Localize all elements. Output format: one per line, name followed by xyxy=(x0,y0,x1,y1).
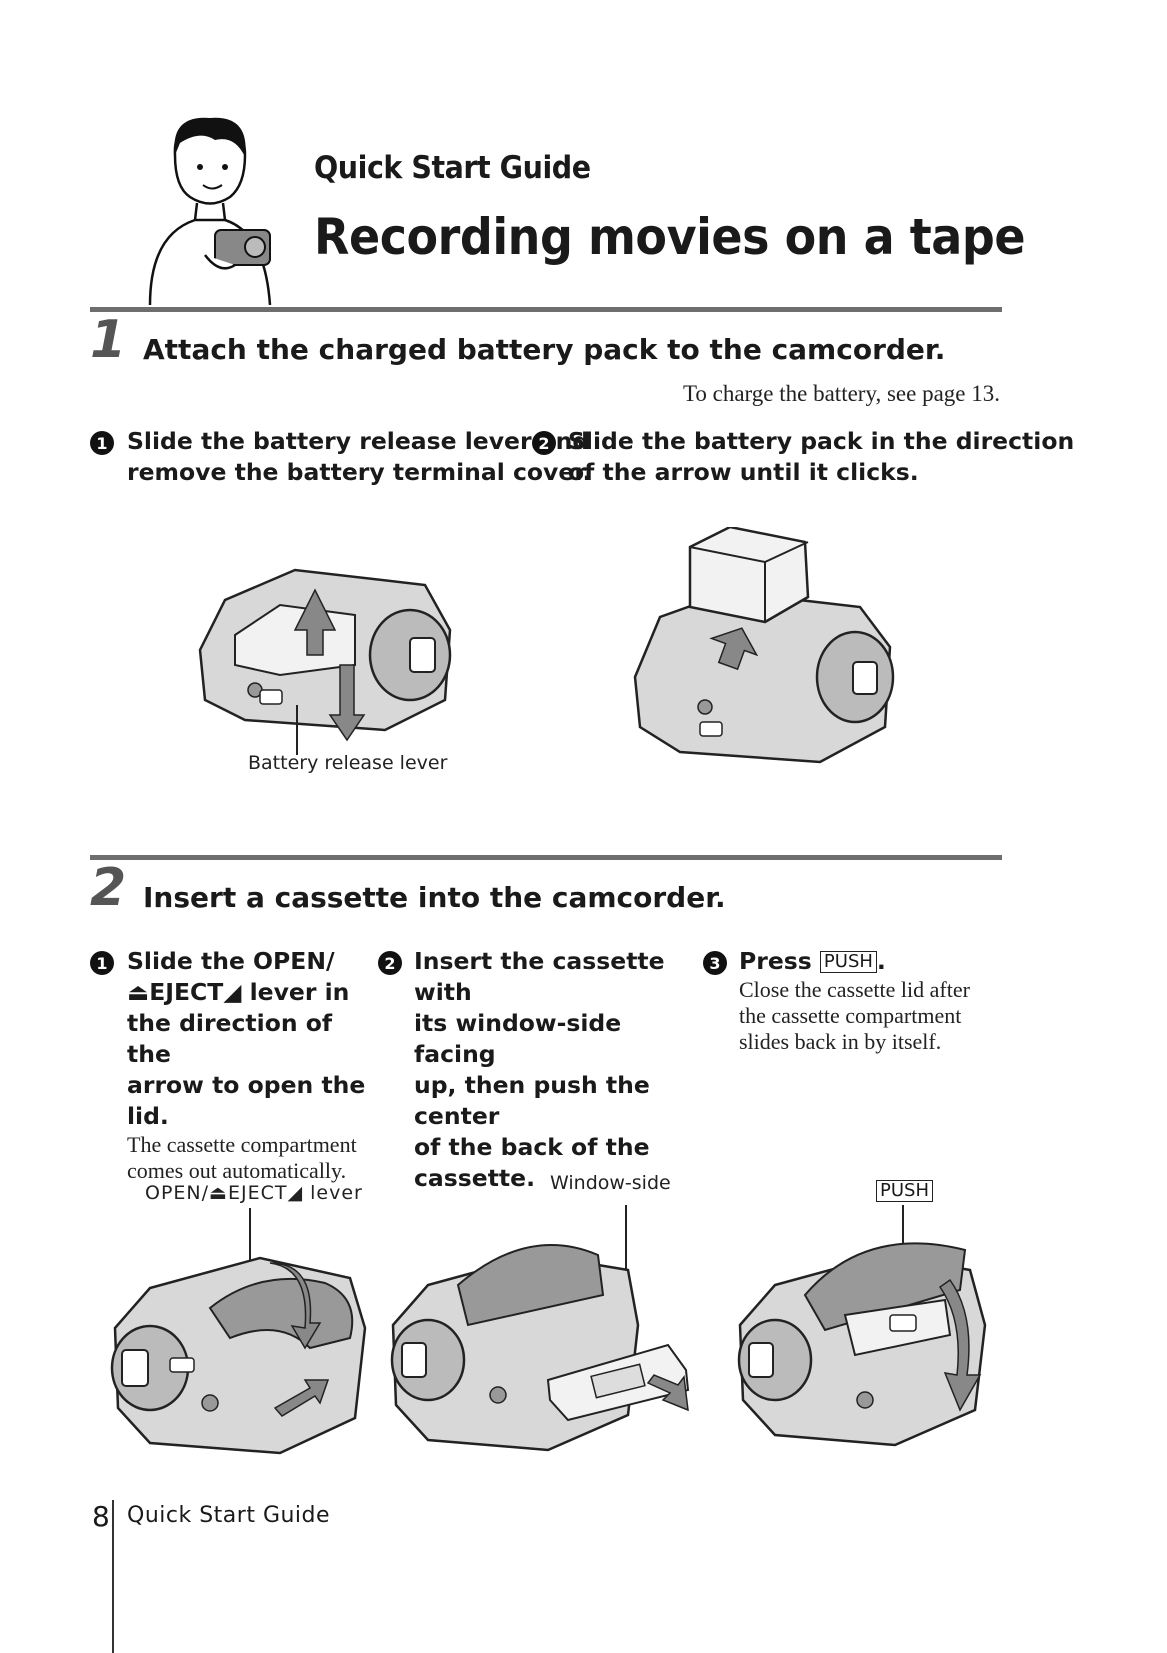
instruction-note: slides back in by itself. xyxy=(739,1029,942,1054)
instruction-line: ⏏EJECT◢ lever in xyxy=(127,978,350,1006)
camcorder-open-lid-illustration xyxy=(110,1208,367,1455)
instruction-block: Press PUSH. Close the cassette lid after… xyxy=(739,946,1009,1055)
instruction-line: Slide the OPEN/ xyxy=(127,947,335,975)
press-push-line: Press PUSH. xyxy=(739,946,1009,977)
instruction-line: Slide the battery release lever and xyxy=(127,427,590,455)
instruction-bullet: 2 xyxy=(378,951,402,975)
instruction-bullet: 2 xyxy=(532,431,556,455)
guide-label: Quick Start Guide xyxy=(314,150,591,186)
section-divider xyxy=(90,855,1002,860)
instruction-line: arrow to open the lid. xyxy=(127,1071,366,1130)
instruction-note: comes out automatically. xyxy=(127,1158,347,1183)
instruction-note: Close the cassette lid after xyxy=(739,977,970,1002)
footer-divider xyxy=(112,1500,114,1653)
step-number: 1 xyxy=(90,310,127,370)
press-label: Press xyxy=(739,947,812,975)
battery-release-lever-caption: Battery release lever xyxy=(248,752,448,774)
camcorder-close-lid-illustration xyxy=(737,1205,987,1447)
instruction-line: Insert the cassette with xyxy=(414,947,665,1006)
camcorder-battery-attach-illustration xyxy=(633,527,895,764)
instruction-note: The cassette compartment xyxy=(127,1132,357,1157)
step-title: Attach the charged battery pack to the c… xyxy=(143,333,946,366)
instruction-bullet: 1 xyxy=(90,951,114,975)
footer-label: Quick Start Guide xyxy=(127,1503,331,1528)
instruction-text: Slide the battery release lever and remo… xyxy=(127,426,591,488)
push-button-label: PUSH xyxy=(819,951,877,973)
press-period: . xyxy=(876,947,886,975)
charge-note: To charge the battery, see page 13. xyxy=(682,381,1000,406)
window-side-caption: Window-side xyxy=(550,1172,671,1194)
instruction-bullet: 3 xyxy=(703,951,727,975)
page-number: 8 xyxy=(92,1500,110,1533)
step-number: 2 xyxy=(90,858,127,918)
section-divider xyxy=(90,307,1002,312)
page-title: Recording movies on a tape xyxy=(314,208,1026,266)
instruction-line: the direction of the xyxy=(127,1009,333,1068)
open-eject-lever-caption: OPEN/⏏EJECT◢ lever xyxy=(145,1182,363,1204)
instruction-line: cassette. xyxy=(414,1164,536,1192)
instruction-note: the cassette compartment xyxy=(739,1003,962,1028)
instruction-text: Slide the battery pack in the direction … xyxy=(568,426,1074,488)
instruction-line: up, then push the center xyxy=(414,1071,650,1130)
instruction-line: its window-side facing xyxy=(414,1009,622,1068)
instruction-line: Slide the battery pack in the direction xyxy=(568,427,1075,455)
instruction-bullet: 1 xyxy=(90,431,114,455)
instruction-line: remove the battery terminal cover. xyxy=(127,458,592,486)
camcorder-battery-removal-illustration xyxy=(198,568,452,755)
instruction-line: of the back of the xyxy=(414,1133,650,1161)
instruction-block: Insert the cassette with its window-side… xyxy=(414,946,704,1194)
push-caption-label: PUSH xyxy=(876,1180,933,1202)
instruction-line: of the arrow until it clicks. xyxy=(568,458,919,486)
camcorder-insert-cassette-illustration xyxy=(390,1205,690,1452)
step-title: Insert a cassette into the camcorder. xyxy=(143,881,726,914)
person-with-camcorder-illustration xyxy=(148,117,272,305)
instruction-block: Slide the OPEN/ ⏏EJECT◢ lever in the dir… xyxy=(127,946,377,1184)
push-caption: PUSH xyxy=(876,1180,933,1202)
